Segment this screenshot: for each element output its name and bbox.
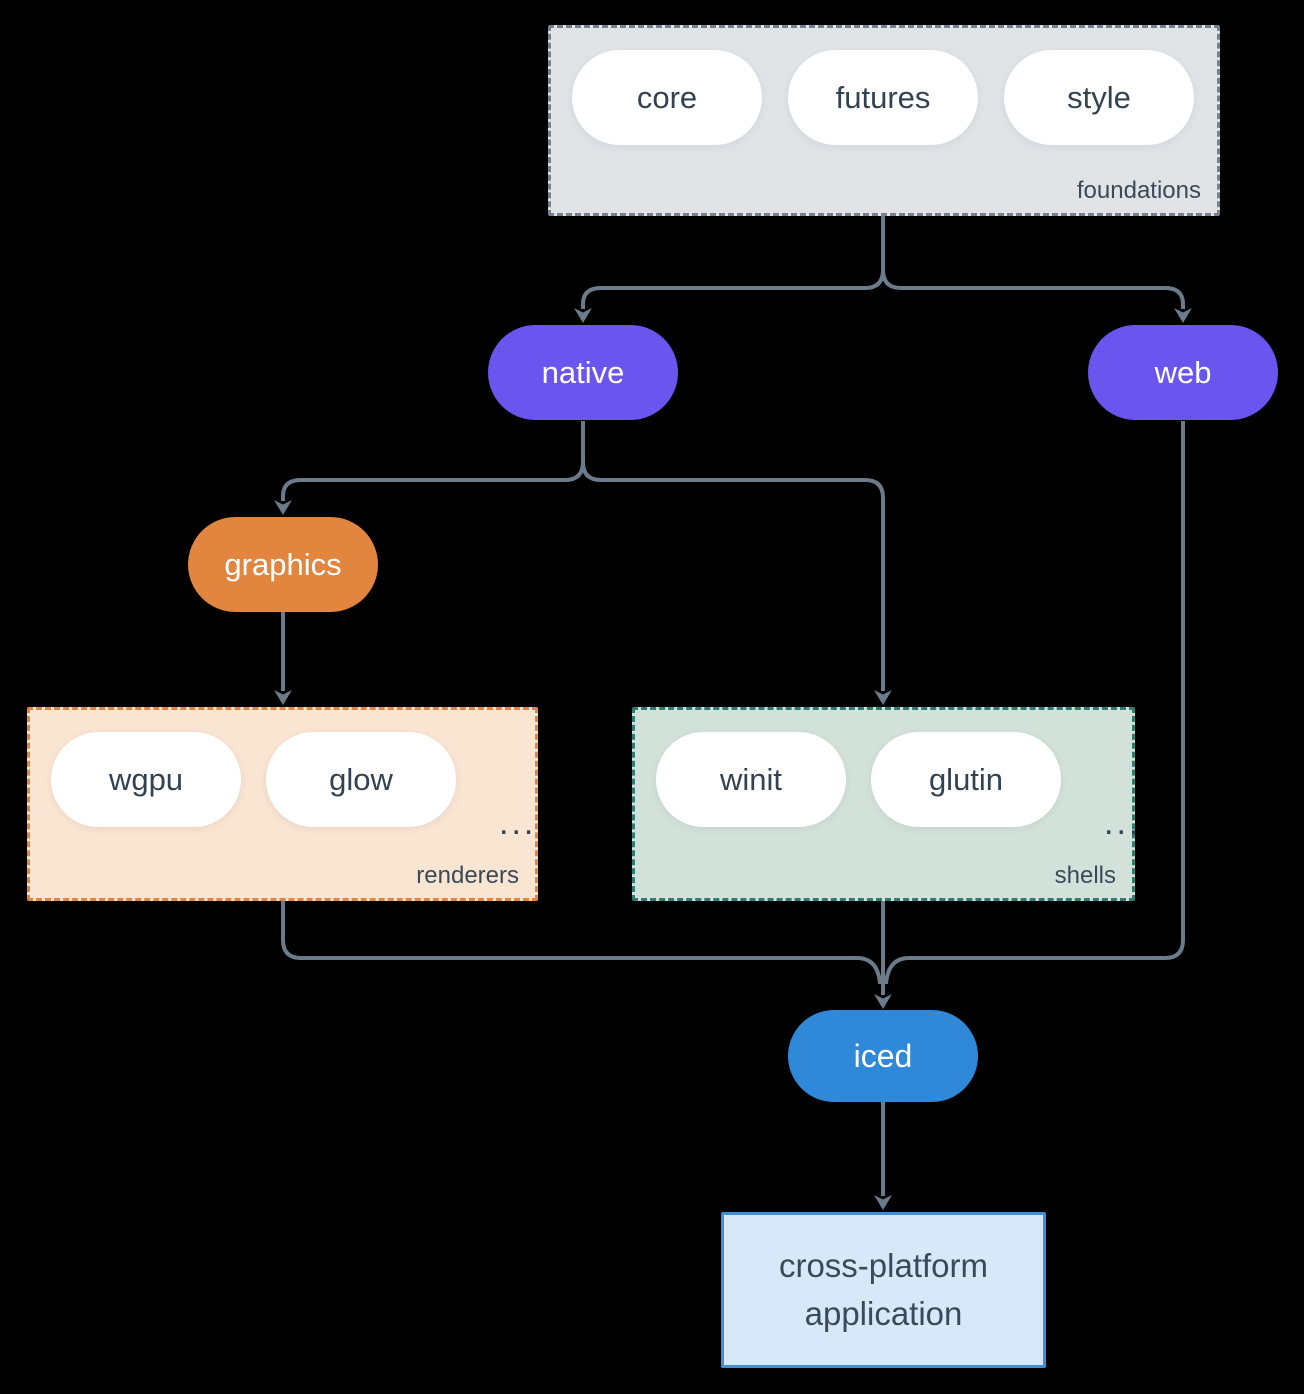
node-iced: iced — [788, 1010, 978, 1102]
group-foundations-label: foundations — [1076, 177, 1201, 204]
node-native-label: native — [541, 354, 625, 390]
pill-glow-label: glow — [329, 761, 393, 797]
renderers-ellipsis: ... — [499, 803, 537, 842]
pill-winit-label: winit — [719, 761, 782, 797]
node-iced-label: iced — [853, 1037, 913, 1074]
pill-style: style — [1004, 50, 1194, 145]
node-graphics-label: graphics — [224, 546, 342, 582]
group-renderers: wgpu glow ... renderers — [27, 707, 538, 901]
pill-glow: glow — [266, 732, 456, 827]
pill-winit: winit — [656, 732, 846, 827]
edge-native-shells — [581, 461, 892, 705]
edge-foundations-web — [881, 269, 1192, 323]
node-application-line1: cross-platform — [778, 1247, 989, 1285]
node-native: native — [488, 325, 678, 420]
pill-futures: futures — [788, 50, 978, 145]
edge-renderers-merge — [281, 901, 882, 985]
group-shells-label: shells — [1054, 862, 1116, 889]
node-web-label: web — [1154, 354, 1212, 390]
pill-futures-label: futures — [835, 79, 931, 115]
pill-glutin-label: glutin — [928, 761, 1004, 797]
group-renderers-label: renderers — [416, 862, 519, 889]
node-graphics: graphics — [188, 517, 378, 612]
node-application-line2: application — [804, 1295, 963, 1332]
group-shells: winit glutin ... shells — [632, 707, 1138, 901]
group-foundations: core futures style foundations — [548, 25, 1220, 216]
node-web: web — [1088, 325, 1278, 420]
edge-native-graphics — [274, 461, 585, 515]
pill-core-label: core — [636, 79, 698, 115]
pill-wgpu-label: wgpu — [108, 761, 184, 797]
node-application: cross-platform application — [721, 1212, 1046, 1368]
edge-foundations-native — [574, 269, 885, 323]
pill-core: core — [572, 50, 762, 145]
pill-wgpu: wgpu — [51, 732, 241, 827]
edge-web-merge — [884, 421, 1185, 985]
shells-ellipsis: ... — [1104, 803, 1142, 842]
pill-style-label: style — [1067, 79, 1131, 115]
pill-glutin: glutin — [871, 732, 1061, 827]
